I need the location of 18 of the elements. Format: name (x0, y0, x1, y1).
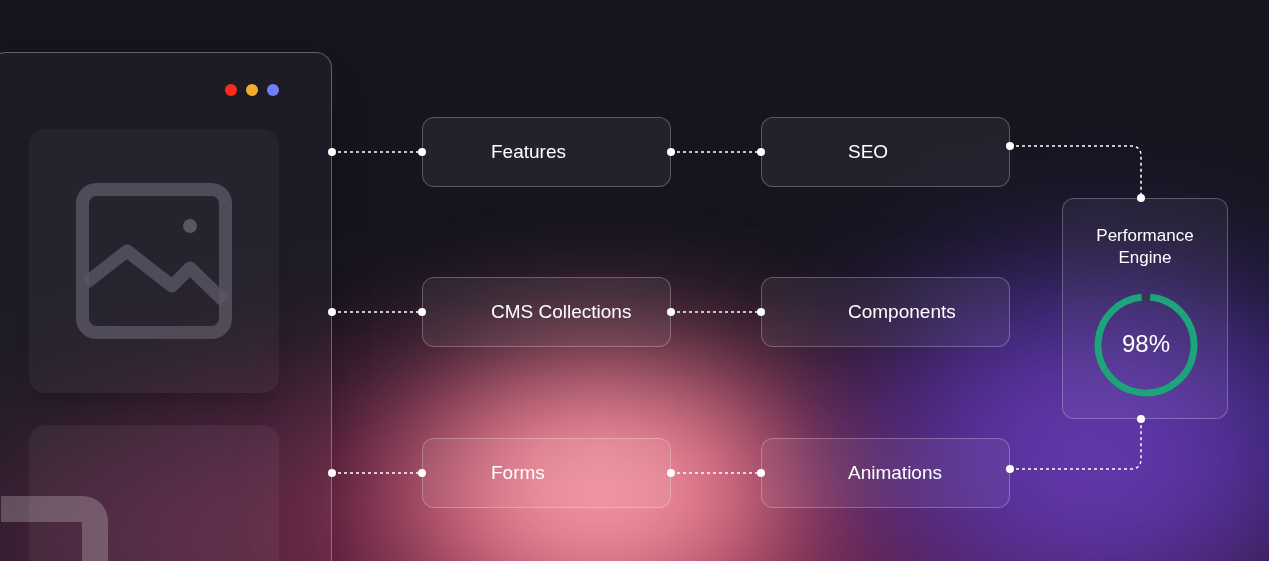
feature-box: Components (761, 277, 1010, 347)
feature-box: CMS Collections (422, 277, 671, 347)
connector (667, 308, 765, 316)
score-value: 98% (1120, 329, 1171, 359)
feature-box: SEO (761, 117, 1010, 187)
connector (667, 469, 765, 477)
performance-card (1062, 198, 1228, 419)
connector (328, 469, 426, 477)
feature-box: Animations (761, 438, 1010, 508)
connector (328, 148, 426, 156)
connector (1006, 142, 1145, 202)
connector (328, 308, 426, 316)
feature-box: Forms (422, 438, 671, 508)
feature-box: Features (422, 117, 671, 187)
connector (1006, 415, 1145, 473)
connector (667, 148, 765, 156)
browser-window (0, 52, 332, 561)
card-title: Performance Engine (1095, 225, 1195, 269)
